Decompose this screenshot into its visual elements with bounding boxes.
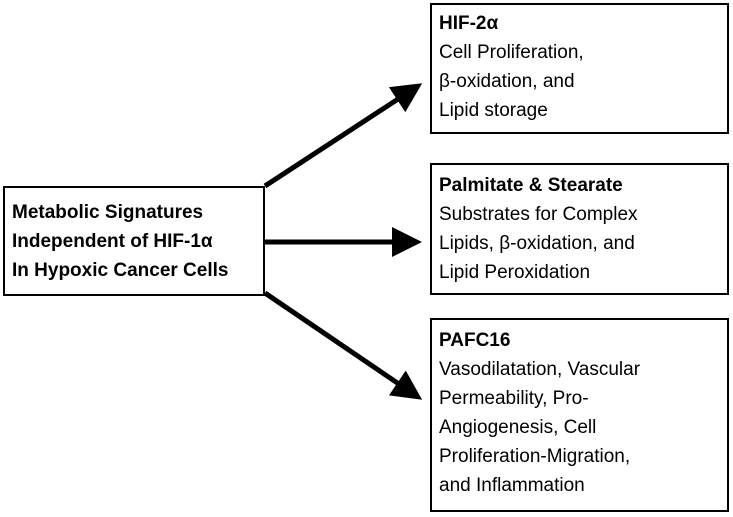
target-line: Lipid Peroxidation — [439, 262, 591, 283]
target-line: Lipid storage — [439, 100, 548, 121]
arrow-to-pafc16 — [263, 290, 423, 400]
target-line: Permeability, Pro- — [439, 388, 589, 409]
target-box-hif2a: HIF-2α Cell Proliferation, β-oxidation, … — [430, 3, 729, 134]
target-box-pafc16: PAFC16 Vasodilatation, Vascular Permeabi… — [430, 318, 729, 512]
target-line: Angiogenesis, Cell — [439, 417, 597, 438]
source-line-1: Metabolic Signatures — [12, 202, 204, 223]
target-title-hif2a: HIF-2α — [439, 13, 499, 34]
source-line-3: In Hypoxic Cancer Cells — [12, 260, 229, 281]
target-line: Vasodilatation, Vascular — [439, 359, 641, 380]
source-box: Metabolic Signatures Independent of HIF-… — [3, 186, 265, 296]
target-title-palmitate-stearate: Palmitate & Stearate — [439, 175, 623, 196]
source-line-2: Independent of HIF-1α — [12, 231, 213, 252]
target-line: β-oxidation, and — [439, 71, 575, 92]
target-title-pafc16: PAFC16 — [439, 330, 511, 351]
target-line: Proliferation-Migration, — [439, 446, 631, 467]
arrow-to-hif2a — [263, 83, 423, 189]
target-line: and Inflammation — [439, 475, 585, 496]
target-box-palmitate-stearate: Palmitate & Stearate Substrates for Comp… — [430, 163, 729, 295]
target-line: Lipids, β-oxidation, and — [439, 233, 635, 254]
target-line: Substrates for Complex — [439, 204, 638, 225]
target-line: Cell Proliferation, — [439, 42, 584, 63]
